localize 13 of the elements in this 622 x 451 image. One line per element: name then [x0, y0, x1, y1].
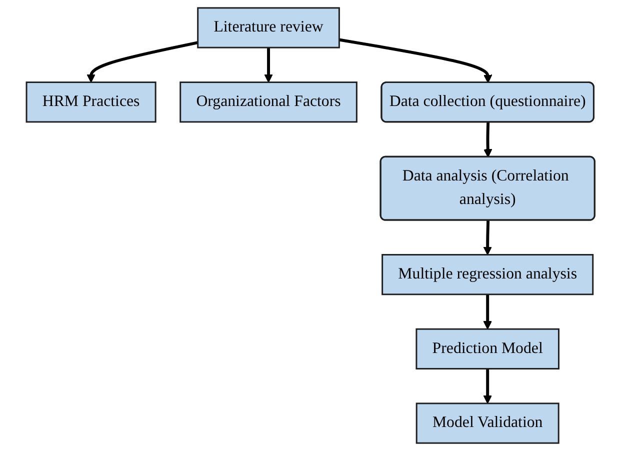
arrow: [484, 294, 492, 330]
node-box: Organizational Factors: [180, 82, 358, 123]
arrow: [484, 368, 492, 404]
node-box: HRM Practices: [26, 82, 157, 123]
arrow: [264, 48, 274, 83]
arrow: [484, 220, 492, 256]
arrow: [87, 41, 199, 83]
arrow: [484, 122, 493, 158]
node-box: Model Validation: [416, 402, 560, 444]
arrow: [339, 38, 493, 84]
node-box: Multiple regression analysis: [382, 254, 594, 296]
node-box: Literature review: [198, 7, 340, 48]
node-box: Prediction Model: [416, 328, 560, 370]
